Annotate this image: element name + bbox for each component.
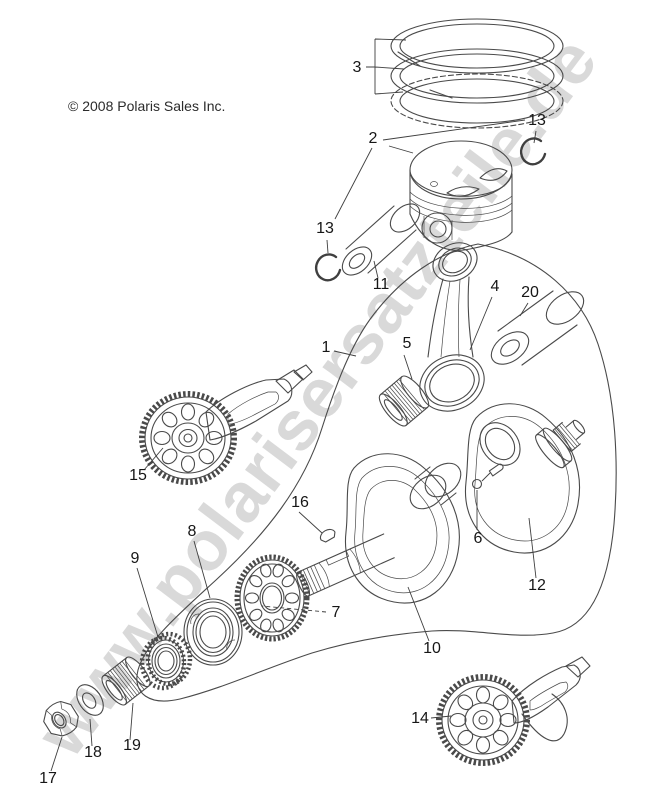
part-label-9: 9 xyxy=(131,550,140,567)
piston-pin xyxy=(341,203,421,276)
part-label-1: 1 xyxy=(322,339,331,356)
part-label-15: 15 xyxy=(129,467,147,484)
part-label-19: 19 xyxy=(123,737,141,754)
part-label-10: 10 xyxy=(423,640,441,657)
part-label-17: 17 xyxy=(39,770,57,787)
nut xyxy=(43,700,79,737)
woodruff-key xyxy=(319,528,336,543)
part-label-8: 8 xyxy=(188,523,197,540)
label-3-bracket xyxy=(366,38,407,95)
part-label-14: 14 xyxy=(411,710,429,727)
balance-shaft-rear xyxy=(436,656,591,766)
needle-bearing-rod xyxy=(378,375,430,427)
part-label-13: 13 xyxy=(528,112,546,129)
part-label-12: 12 xyxy=(528,577,546,594)
crankshaft-half-right xyxy=(464,403,581,554)
washer xyxy=(76,684,104,716)
part-label-4: 4 xyxy=(491,278,500,295)
circlip-left xyxy=(314,253,342,282)
part-label-13: 13 xyxy=(316,220,334,237)
part-label-18: 18 xyxy=(84,744,102,761)
crankshaft-assembly-outline xyxy=(136,243,617,702)
part-label-5: 5 xyxy=(403,335,412,352)
part-label-20: 20 xyxy=(521,284,539,301)
circlip-right xyxy=(519,137,547,166)
connecting-rod xyxy=(419,242,485,412)
part-label-2: 2 xyxy=(369,130,378,147)
piston xyxy=(409,140,513,251)
piston-ring-set xyxy=(390,18,564,129)
gear xyxy=(234,554,310,642)
part-label-3: 3 xyxy=(353,59,362,76)
copyright-text: © 2008 Polaris Sales Inc. xyxy=(68,98,226,114)
dowel-pin xyxy=(471,463,504,490)
spacer xyxy=(490,290,585,366)
ball-bearing xyxy=(183,598,243,666)
leader-lines xyxy=(50,119,537,772)
needle-bearing-small xyxy=(101,656,151,706)
part-label-7: 7 xyxy=(332,604,341,621)
sprocket xyxy=(139,631,193,691)
balance-shaft-front xyxy=(139,364,313,485)
part-label-6: 6 xyxy=(474,530,483,547)
part-label-16: 16 xyxy=(291,494,309,511)
crankshaft xyxy=(296,403,586,604)
crankshaft-half-left xyxy=(344,453,462,604)
part-label-11: 11 xyxy=(373,276,390,293)
